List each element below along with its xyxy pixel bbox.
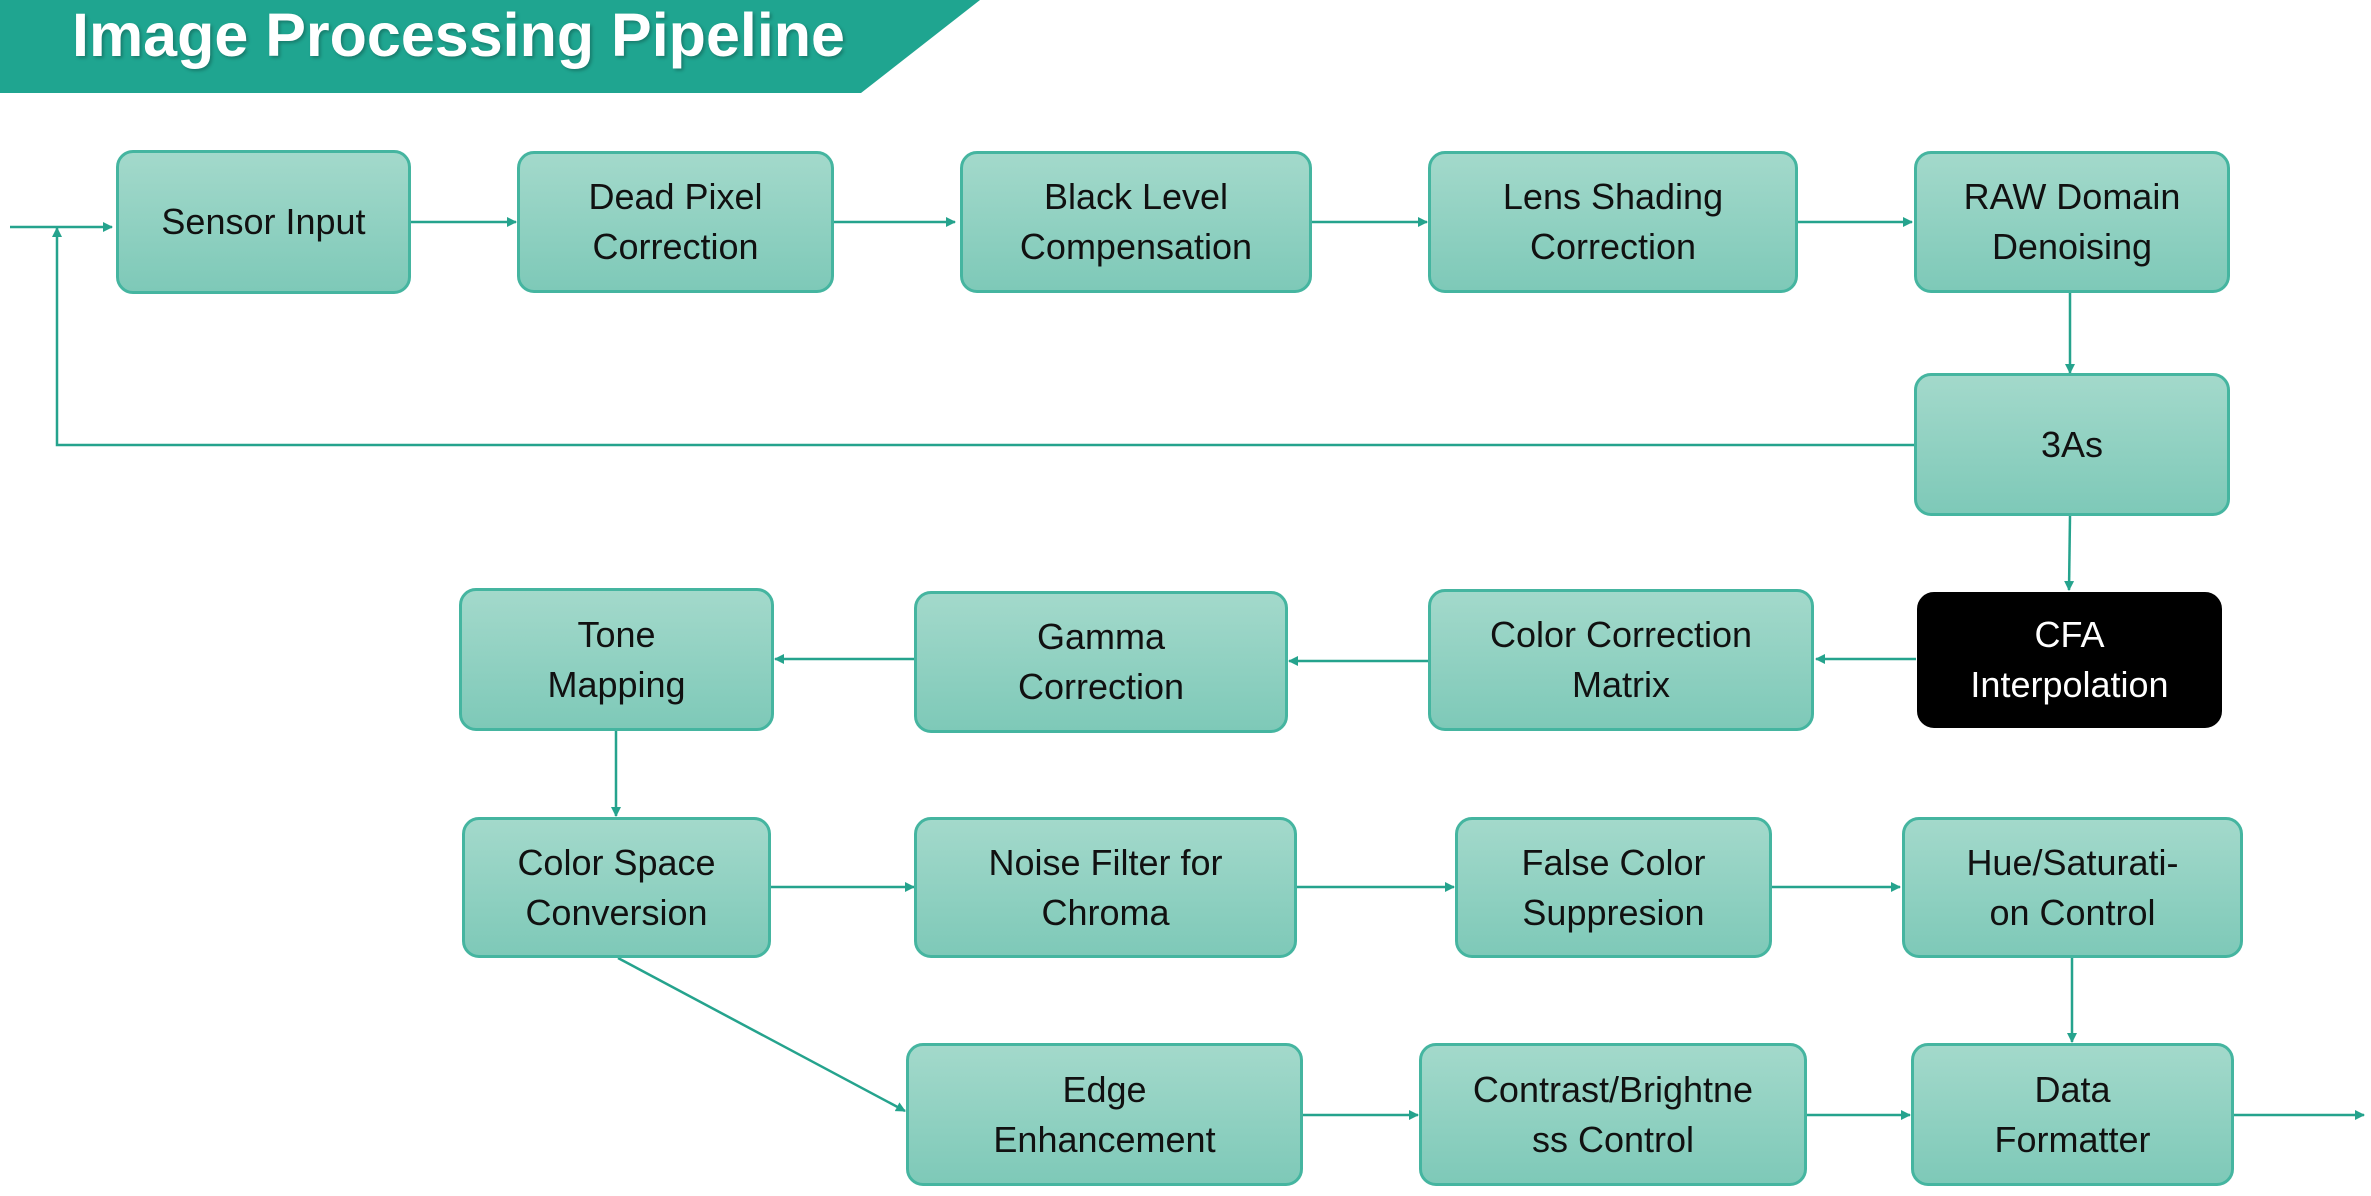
stage-sensor-input: Sensor Input xyxy=(116,150,411,294)
stage-label: Edge Enhancement xyxy=(993,1068,1216,1160)
stage-cfa-interpolation: CFA Interpolation xyxy=(1917,592,2222,728)
stage-label: Color Space Conversion xyxy=(517,841,716,933)
stage-label: RAW Domain Denoising xyxy=(1963,176,2181,267)
stage-lens-shading-correction: Lens Shading Correction xyxy=(1428,151,1798,293)
stage-label: Color Correction Matrix xyxy=(1489,614,1753,705)
stage-3as: 3As xyxy=(1914,373,2230,516)
stage-data-formatter: Data Formatter xyxy=(1911,1043,2234,1186)
stage-label: Sensor Input xyxy=(161,201,366,242)
stage-label: Gamma Correction xyxy=(1017,616,1185,707)
diagram-title: Image Processing Pipeline xyxy=(72,1,845,69)
stage-color-space-conversion: Color Space Conversion xyxy=(462,817,771,958)
stage-gamma-correction: Gamma Correction xyxy=(914,591,1288,733)
stage-label: Noise Filter for Chroma xyxy=(988,841,1223,933)
stage-label: Dead Pixel Correction xyxy=(588,176,763,267)
title-banner xyxy=(0,0,980,93)
stage-hue-saturation-control: Hue/Saturati- on Control xyxy=(1902,817,2243,958)
stage-label: Lens Shading Correction xyxy=(1502,176,1724,267)
arrow-3as-to-cfa xyxy=(2064,515,2075,591)
stage-label: False Color Suppresion xyxy=(1521,841,1706,933)
stage-edge-enhancement: Edge Enhancement xyxy=(906,1043,1303,1186)
stage-false-color-suppression: False Color Suppresion xyxy=(1455,817,1772,958)
stage-contrast-brightness-control: Contrast/Brightne ss Control xyxy=(1419,1043,1807,1186)
stage-label: Hue/Saturati- on Control xyxy=(1966,841,2179,933)
stage-tone-mapping: Tone Mapping xyxy=(459,588,774,731)
stage-label: 3As xyxy=(2040,423,2104,465)
stage-label: Contrast/Brightne ss Control xyxy=(1472,1068,1754,1160)
stage-label: Tone Mapping xyxy=(547,613,686,705)
arrow-csc-to-edge-enhancement xyxy=(617,956,906,1113)
stage-label: Data Formatter xyxy=(1994,1068,2151,1160)
stage-label: CFA Interpolation xyxy=(1970,614,2169,705)
stage-raw-domain-denoising: RAW Domain Denoising xyxy=(1914,151,2230,293)
stage-dead-pixel-correction: Dead Pixel Correction xyxy=(517,151,834,293)
stage-label: Black Level Compensation xyxy=(1019,176,1253,267)
stage-color-correction-matrix: Color Correction Matrix xyxy=(1428,589,1814,731)
arrow-3as-feedback-loop xyxy=(52,227,1914,447)
stage-noise-filter-chroma: Noise Filter for Chroma xyxy=(914,817,1297,958)
stage-black-level-compensation: Black Level Compensation xyxy=(960,151,1312,293)
